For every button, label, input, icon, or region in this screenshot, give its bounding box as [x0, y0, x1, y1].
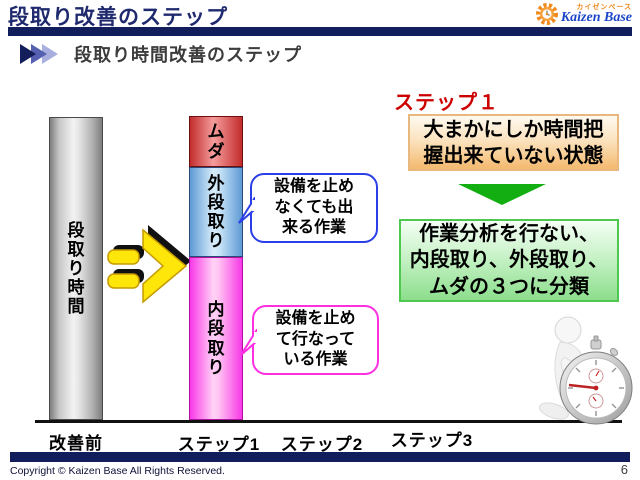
- callout-internal-setup: 設備を止め て行なって いる作業: [252, 305, 379, 375]
- section-heading: 段取り時間改善のステップ: [20, 41, 302, 67]
- callout-external-setup-text: 設備を止め なくても出 来る作業: [273, 177, 354, 237]
- green-down-triangle-icon: [458, 184, 546, 205]
- axis-label-before: 改善前: [49, 434, 103, 453]
- action-box-text: 作業分析を行ない、 内段取り、外段取り、 ムダの３つに分類: [409, 222, 609, 298]
- segment-external-setup: 外段取り: [189, 167, 243, 257]
- kaizen-base-logo: カイゼンベース Kaizen Base: [535, 2, 632, 26]
- callout-external-pointer: [237, 197, 255, 227]
- segment-internal-setup: 内段取り: [189, 257, 243, 420]
- callout-internal-setup-text: 設備を止め て行なって いる作業: [275, 309, 356, 369]
- figure-stopwatch-icon: [538, 316, 634, 432]
- segment-internal-setup-label: 内段取り: [207, 300, 225, 377]
- action-box: 作業分析を行ない、 内段取り、外段取り、 ムダの３つに分類: [399, 219, 619, 302]
- bar-before-improvement: 段取り時間: [49, 117, 103, 420]
- segment-muda-label: ムダ: [207, 122, 225, 161]
- callout-external-setup: 設備を止め なくても出 来る作業: [250, 173, 378, 243]
- axis-label-step2: ステップ2: [280, 435, 364, 454]
- state-box-text: 大まかにしか時間把 握出来ていない状態: [423, 118, 604, 167]
- page-title: 段取り改善のステップ: [8, 6, 228, 29]
- footer-bar: [10, 452, 630, 462]
- axis-label-step1: ステップ1: [177, 435, 261, 454]
- state-box: 大まかにしか時間把 握出来ていない状態: [408, 114, 619, 171]
- copyright-text: Copyright © Kaizen Base All Rights Reser…: [10, 465, 225, 477]
- title-underline-bar: [8, 27, 632, 36]
- triple-chevron-icon: [20, 44, 66, 64]
- gear-clock-icon: [535, 2, 559, 26]
- segment-muda: ムダ: [189, 116, 243, 167]
- segment-external-setup-label: 外段取り: [207, 173, 225, 251]
- yellow-right-arrow-icon: [106, 224, 192, 304]
- x-axis-line: [35, 420, 622, 423]
- callout-internal-pointer: [239, 329, 257, 359]
- section-heading-text: 段取り時間改善のステップ: [74, 45, 302, 65]
- axis-label-step3: ステップ3: [390, 431, 474, 450]
- logo-kana-text: カイゼンベース: [576, 3, 632, 11]
- logo-brand-text: Kaizen Base: [560, 9, 632, 25]
- page-number: 6: [620, 462, 628, 477]
- step1-heading: ステップ１: [394, 92, 499, 114]
- bar-before-label: 段取り時間: [67, 220, 85, 317]
